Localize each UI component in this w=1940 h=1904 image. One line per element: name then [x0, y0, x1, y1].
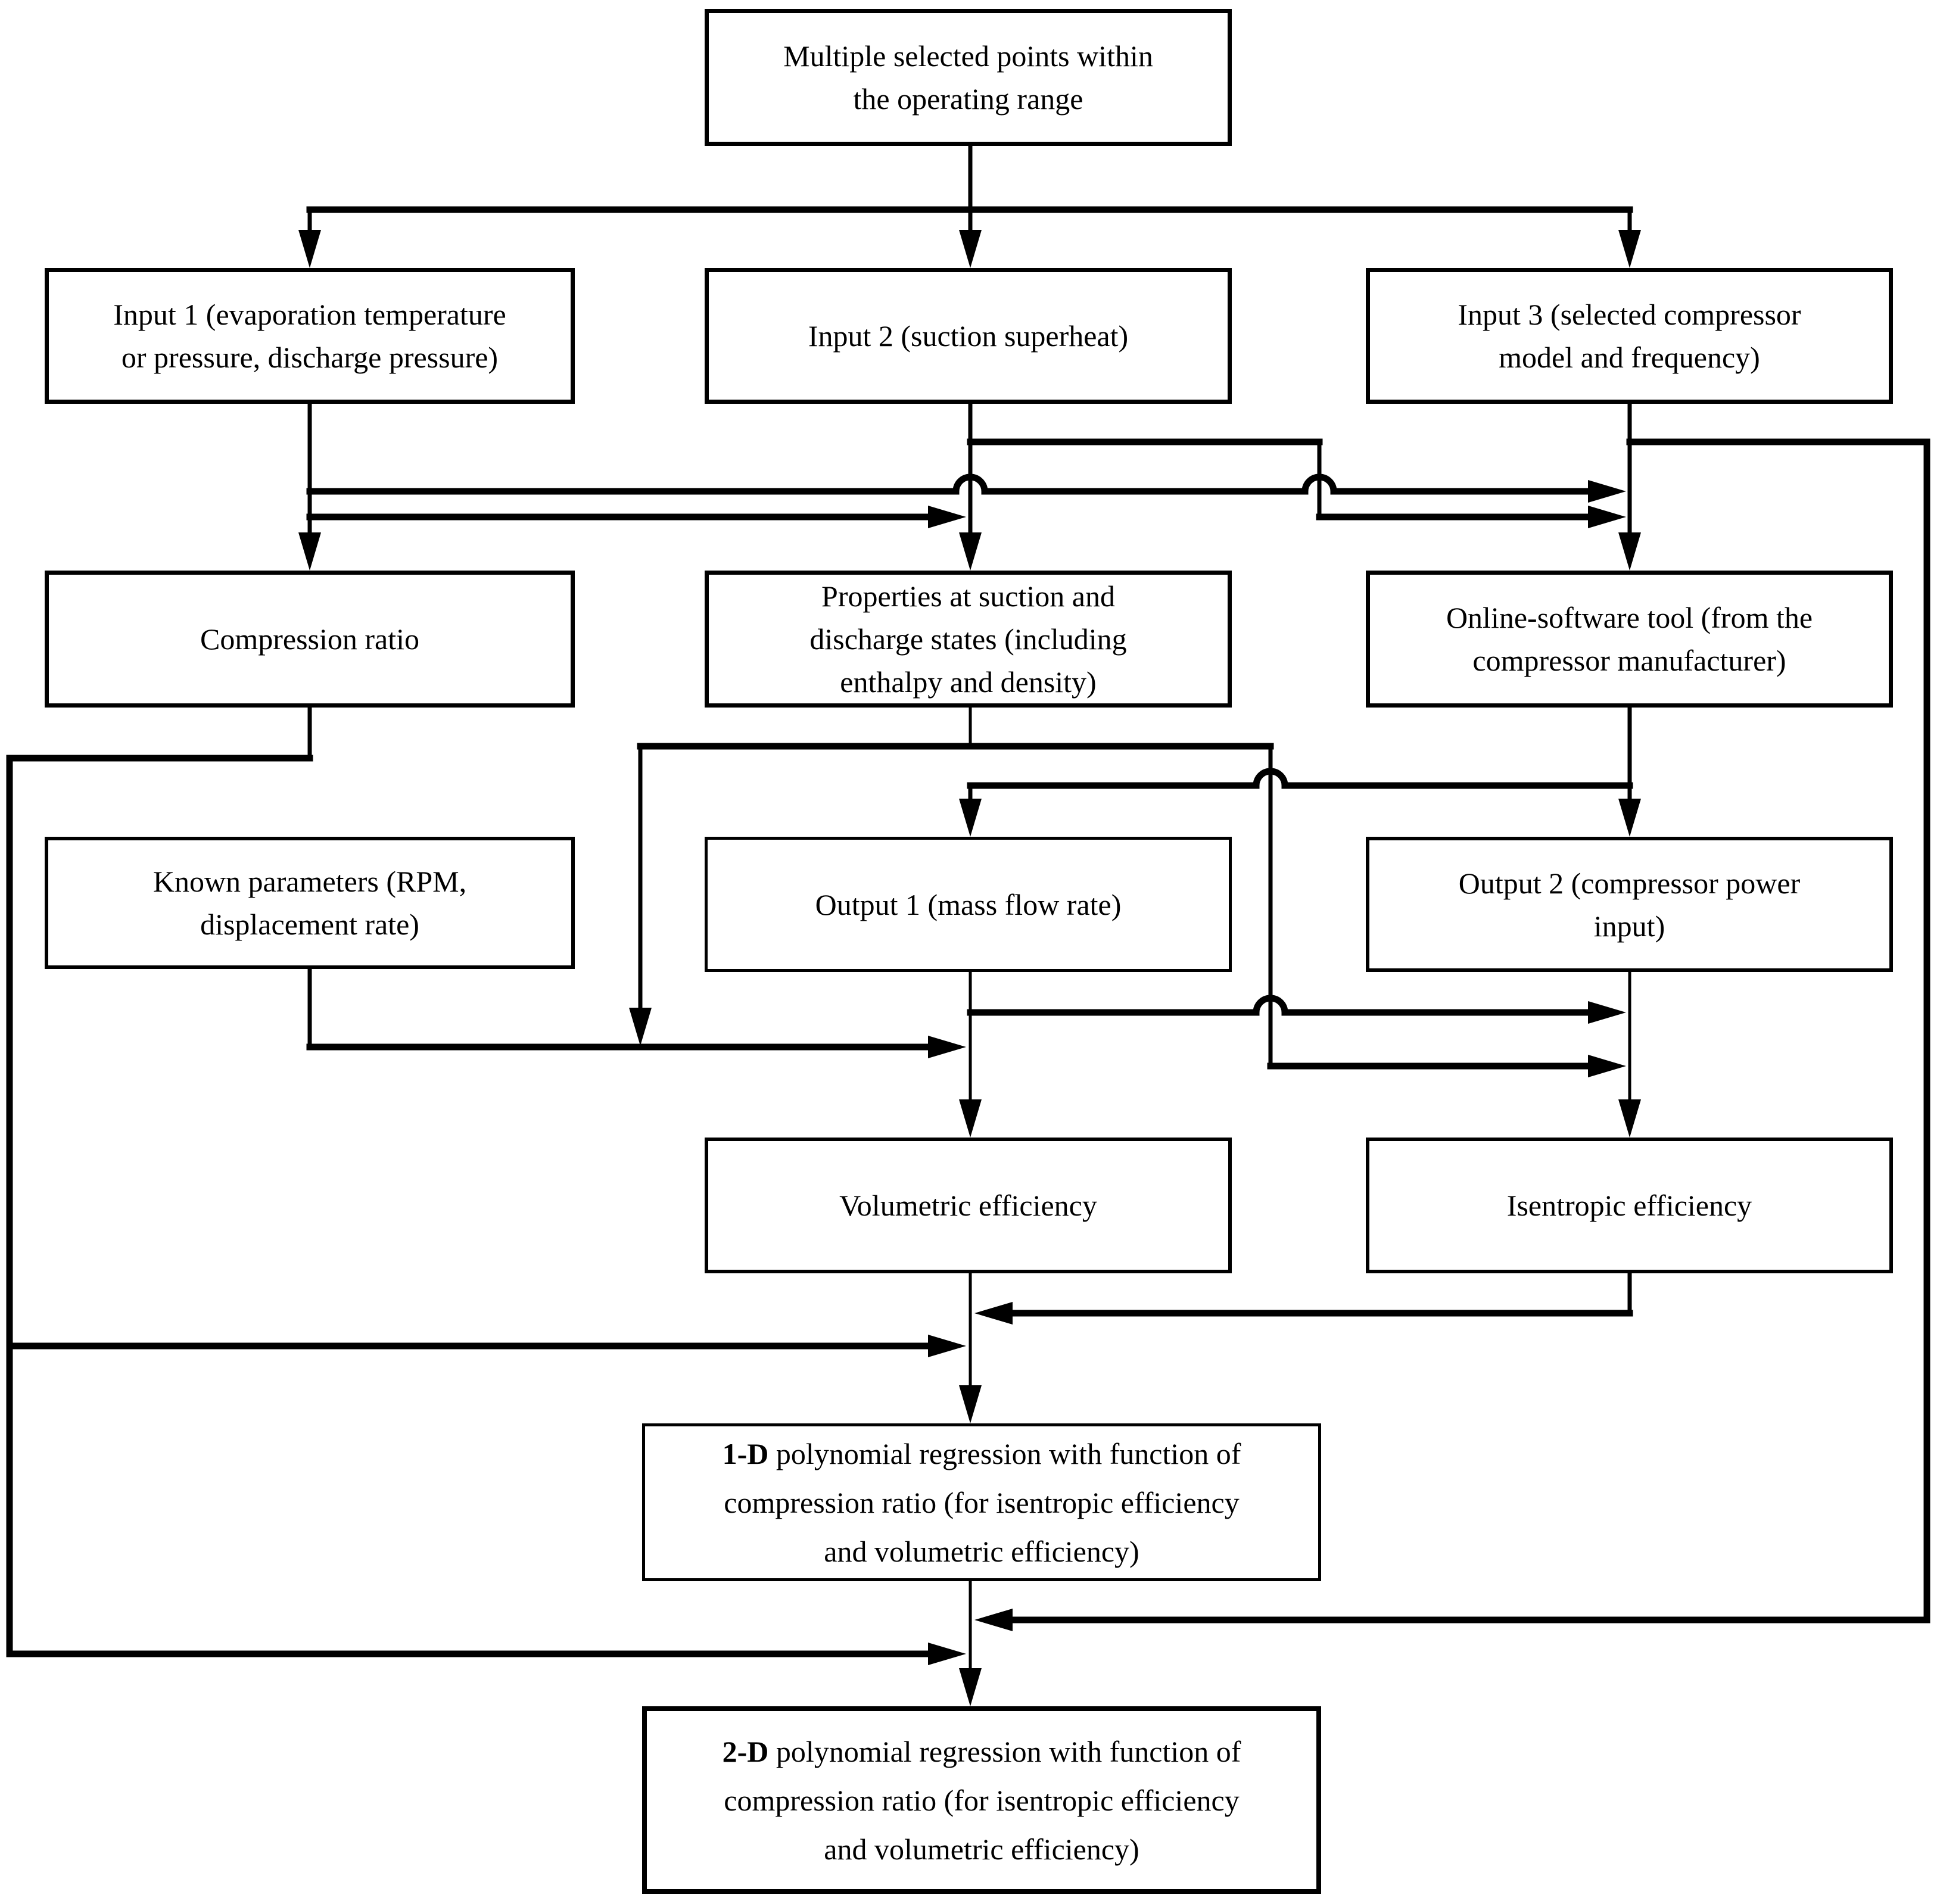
node-regression-2d-bold-prefix: 2-D — [722, 1734, 769, 1768]
edge-input1-to-properties — [306, 506, 966, 528]
node-regression-1d-bold-prefix: 1-D — [722, 1436, 769, 1470]
node-known-params-label: Known parameters (RPM, displacement rate… — [152, 865, 467, 941]
node-compression-ratio-label: Compression ratio — [200, 622, 420, 656]
node-isentropic-efficiency: Isentropic efficiency — [1366, 1138, 1893, 1273]
node-output1-label: Output 1 (mass flow rate) — [815, 887, 1122, 921]
edge-regression-1d-to-2d — [959, 1579, 982, 1706]
node-input2: Input 2 (suction superheat) — [705, 268, 1232, 404]
edge-left-line-to-regression-1d — [6, 1335, 966, 1357]
node-properties-label: Properties at suction and discharge stat… — [809, 579, 1127, 699]
node-isentropic-efficiency-label: Isentropic efficiency — [1506, 1189, 1752, 1222]
node-online-tool-label: Online-software tool (from the compresso… — [1446, 601, 1813, 677]
edge-start-to-inputs — [298, 144, 1641, 268]
node-start-label: Multiple selected points within the oper… — [783, 39, 1153, 116]
edge-properties-fanout — [629, 706, 1626, 1077]
edge-output2-to-isentropic — [1618, 970, 1641, 1138]
edge-left-line-to-regression-2d — [6, 1643, 966, 1665]
node-input1: Input 1 (evaporation temperature or pres… — [45, 268, 575, 404]
node-regression-2d: 2-D polynomial regression with function … — [642, 1706, 1321, 1894]
edge-input1-to-compression-ratio — [298, 401, 321, 571]
node-regression-2d-text: polynomial regression with function of c… — [724, 1734, 1241, 1866]
edge-isentropic-to-regression-1d — [974, 1271, 1633, 1325]
node-regression-1d: 1-D polynomial regression with function … — [642, 1423, 1321, 1581]
node-properties: Properties at suction and discharge stat… — [705, 571, 1232, 708]
node-online-tool: Online-software tool (from the compresso… — [1366, 571, 1893, 708]
edge-known-params-to-volumetric — [306, 967, 966, 1058]
node-output2: Output 2 (compressor power input) — [1366, 837, 1893, 972]
node-volumetric-efficiency: Volumetric efficiency — [705, 1138, 1232, 1273]
edge-online-tool-fanout — [959, 705, 1641, 837]
node-input3: Input 3 (selected compressor model and f… — [1366, 268, 1893, 404]
edge-input3-to-online-tool — [1618, 401, 1641, 571]
edge-output1-fanout — [959, 970, 1626, 1138]
edge-volumetric-to-regression-1d — [959, 1272, 982, 1423]
node-input3-label: Input 3 (selected compressor model and f… — [1458, 298, 1801, 374]
node-volumetric-efficiency-label: Volumetric efficiency — [839, 1189, 1097, 1222]
node-known-params: Known parameters (RPM, displacement rate… — [45, 837, 575, 969]
node-input2-label: Input 2 (suction superheat) — [808, 319, 1129, 353]
node-regression-1d-text: polynomial regression with function of c… — [724, 1436, 1241, 1568]
node-output2-label: Output 2 (compressor power input) — [1458, 866, 1801, 943]
edge-input3-to-regression-2d — [974, 438, 1930, 1631]
node-regression-1d-label: 1-D polynomial regression with function … — [645, 1429, 1318, 1576]
edge-input2-to-properties — [959, 401, 982, 571]
node-input1-label: Input 1 (evaporation temperature or pres… — [113, 298, 506, 374]
node-compression-ratio: Compression ratio — [45, 571, 575, 708]
node-start: Multiple selected points within the oper… — [705, 9, 1232, 146]
node-output1: Output 1 (mass flow rate) — [705, 837, 1232, 972]
node-regression-2d-label: 2-D polynomial regression with function … — [647, 1727, 1316, 1874]
edge-input1-to-online-tool — [306, 473, 1626, 503]
edge-compression-ratio-to-left-line — [6, 705, 313, 1657]
edge-input2-to-online-tool — [967, 438, 1626, 528]
